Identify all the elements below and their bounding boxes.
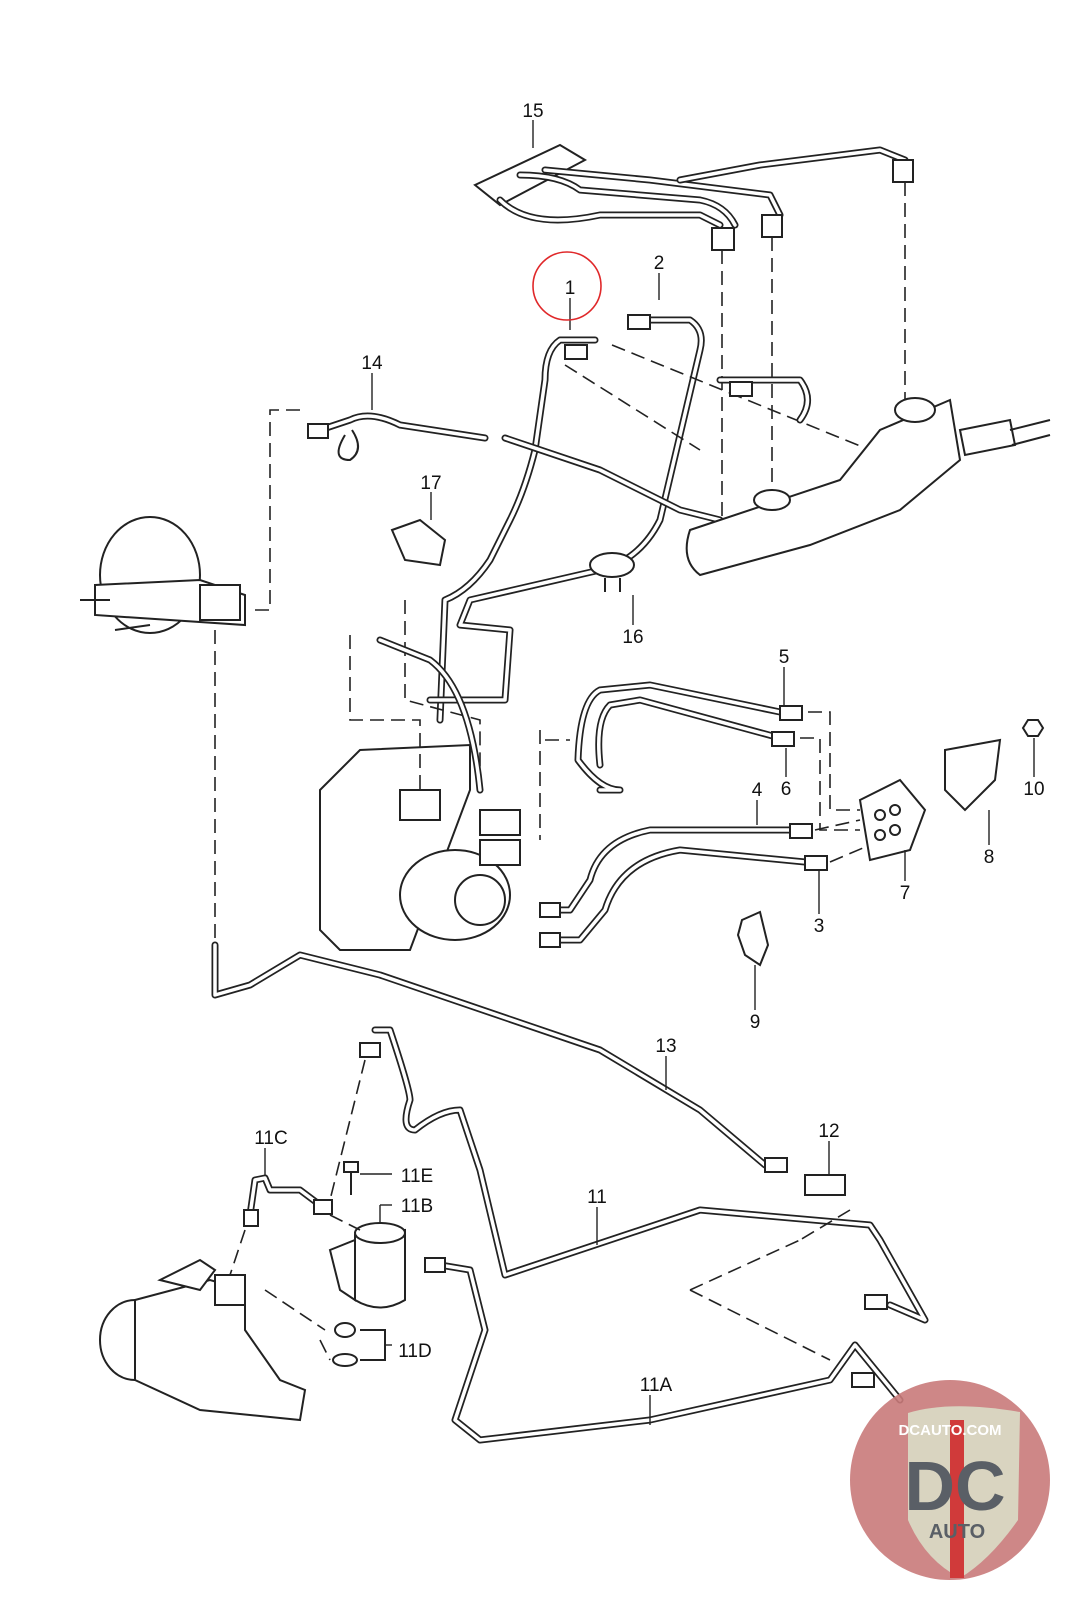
part-11-brake-line [359, 1026, 929, 1324]
callout-11c[interactable]: 11C [254, 1128, 287, 1149]
callout-7[interactable]: 7 [900, 883, 911, 904]
pressure-accumulator [80, 516, 246, 634]
callout-4[interactable]: 4 [752, 780, 763, 801]
dcauto-watermark-logo: DCAUTO.COM DC AUTO [850, 1380, 1050, 1580]
part-12-union [804, 1174, 846, 1196]
abs-hydraulic-unit [319, 743, 521, 951]
master-cylinder [685, 376, 1051, 577]
callout-13[interactable]: 13 [655, 1036, 676, 1057]
callout-6[interactable]: 6 [781, 779, 792, 800]
part-11a-brake-line [424, 1257, 904, 1444]
highlight-circle-callout-1 [532, 251, 602, 321]
part-5-6-brake-lines [376, 636, 803, 794]
part-14-brake-line [307, 412, 724, 524]
callout-leaders [264, 120, 1035, 1425]
callout-11b[interactable]: 11B [401, 1196, 433, 1217]
callout-5[interactable]: 5 [779, 647, 790, 668]
part-3-4-brake-lines [539, 823, 828, 948]
part-2-brake-line [426, 314, 705, 704]
callout-15[interactable]: 15 [522, 101, 543, 122]
logo-auto-text: AUTO [929, 1521, 985, 1543]
part-9-clip [736, 910, 770, 967]
logo-dc-text: DC [904, 1447, 1005, 1525]
part-11c-brake-line [243, 1174, 333, 1227]
callout-17[interactable]: 17 [420, 473, 441, 494]
part-10-nut [1021, 719, 1045, 737]
part-8-gasket [944, 738, 1002, 812]
part-11d-seal [332, 1322, 386, 1367]
callout-2[interactable]: 2 [654, 253, 665, 274]
pump-assembly [99, 1258, 307, 1422]
callout-11e[interactable]: 11E [401, 1166, 433, 1187]
part-11e-bolt [343, 1161, 359, 1195]
callout-11[interactable]: 11 [587, 1187, 607, 1208]
callout-8[interactable]: 8 [984, 847, 995, 868]
part-13-brake-line [211, 941, 788, 1173]
callout-9[interactable]: 9 [750, 1012, 761, 1033]
callout-16[interactable]: 16 [622, 627, 643, 648]
callout-10[interactable]: 10 [1023, 779, 1044, 800]
callout-3[interactable]: 3 [814, 916, 825, 937]
part-1-brake-line [436, 336, 599, 724]
callout-11a[interactable]: 11A [640, 1375, 673, 1396]
logo-site-text: DCAUTO.COM [898, 1422, 1001, 1439]
callout-14[interactable]: 14 [361, 353, 383, 374]
part-11b-filter [328, 1222, 406, 1309]
callout-1[interactable]: 1 [565, 278, 576, 299]
part-7-brake-pressure-regulator [858, 778, 927, 862]
part-16-grommet [589, 552, 635, 592]
part-17-clip [390, 518, 447, 567]
part-15-brake-line-bundle [473, 143, 914, 251]
callout-11d[interactable]: 11D [398, 1341, 431, 1362]
callout-12[interactable]: 12 [818, 1121, 839, 1142]
